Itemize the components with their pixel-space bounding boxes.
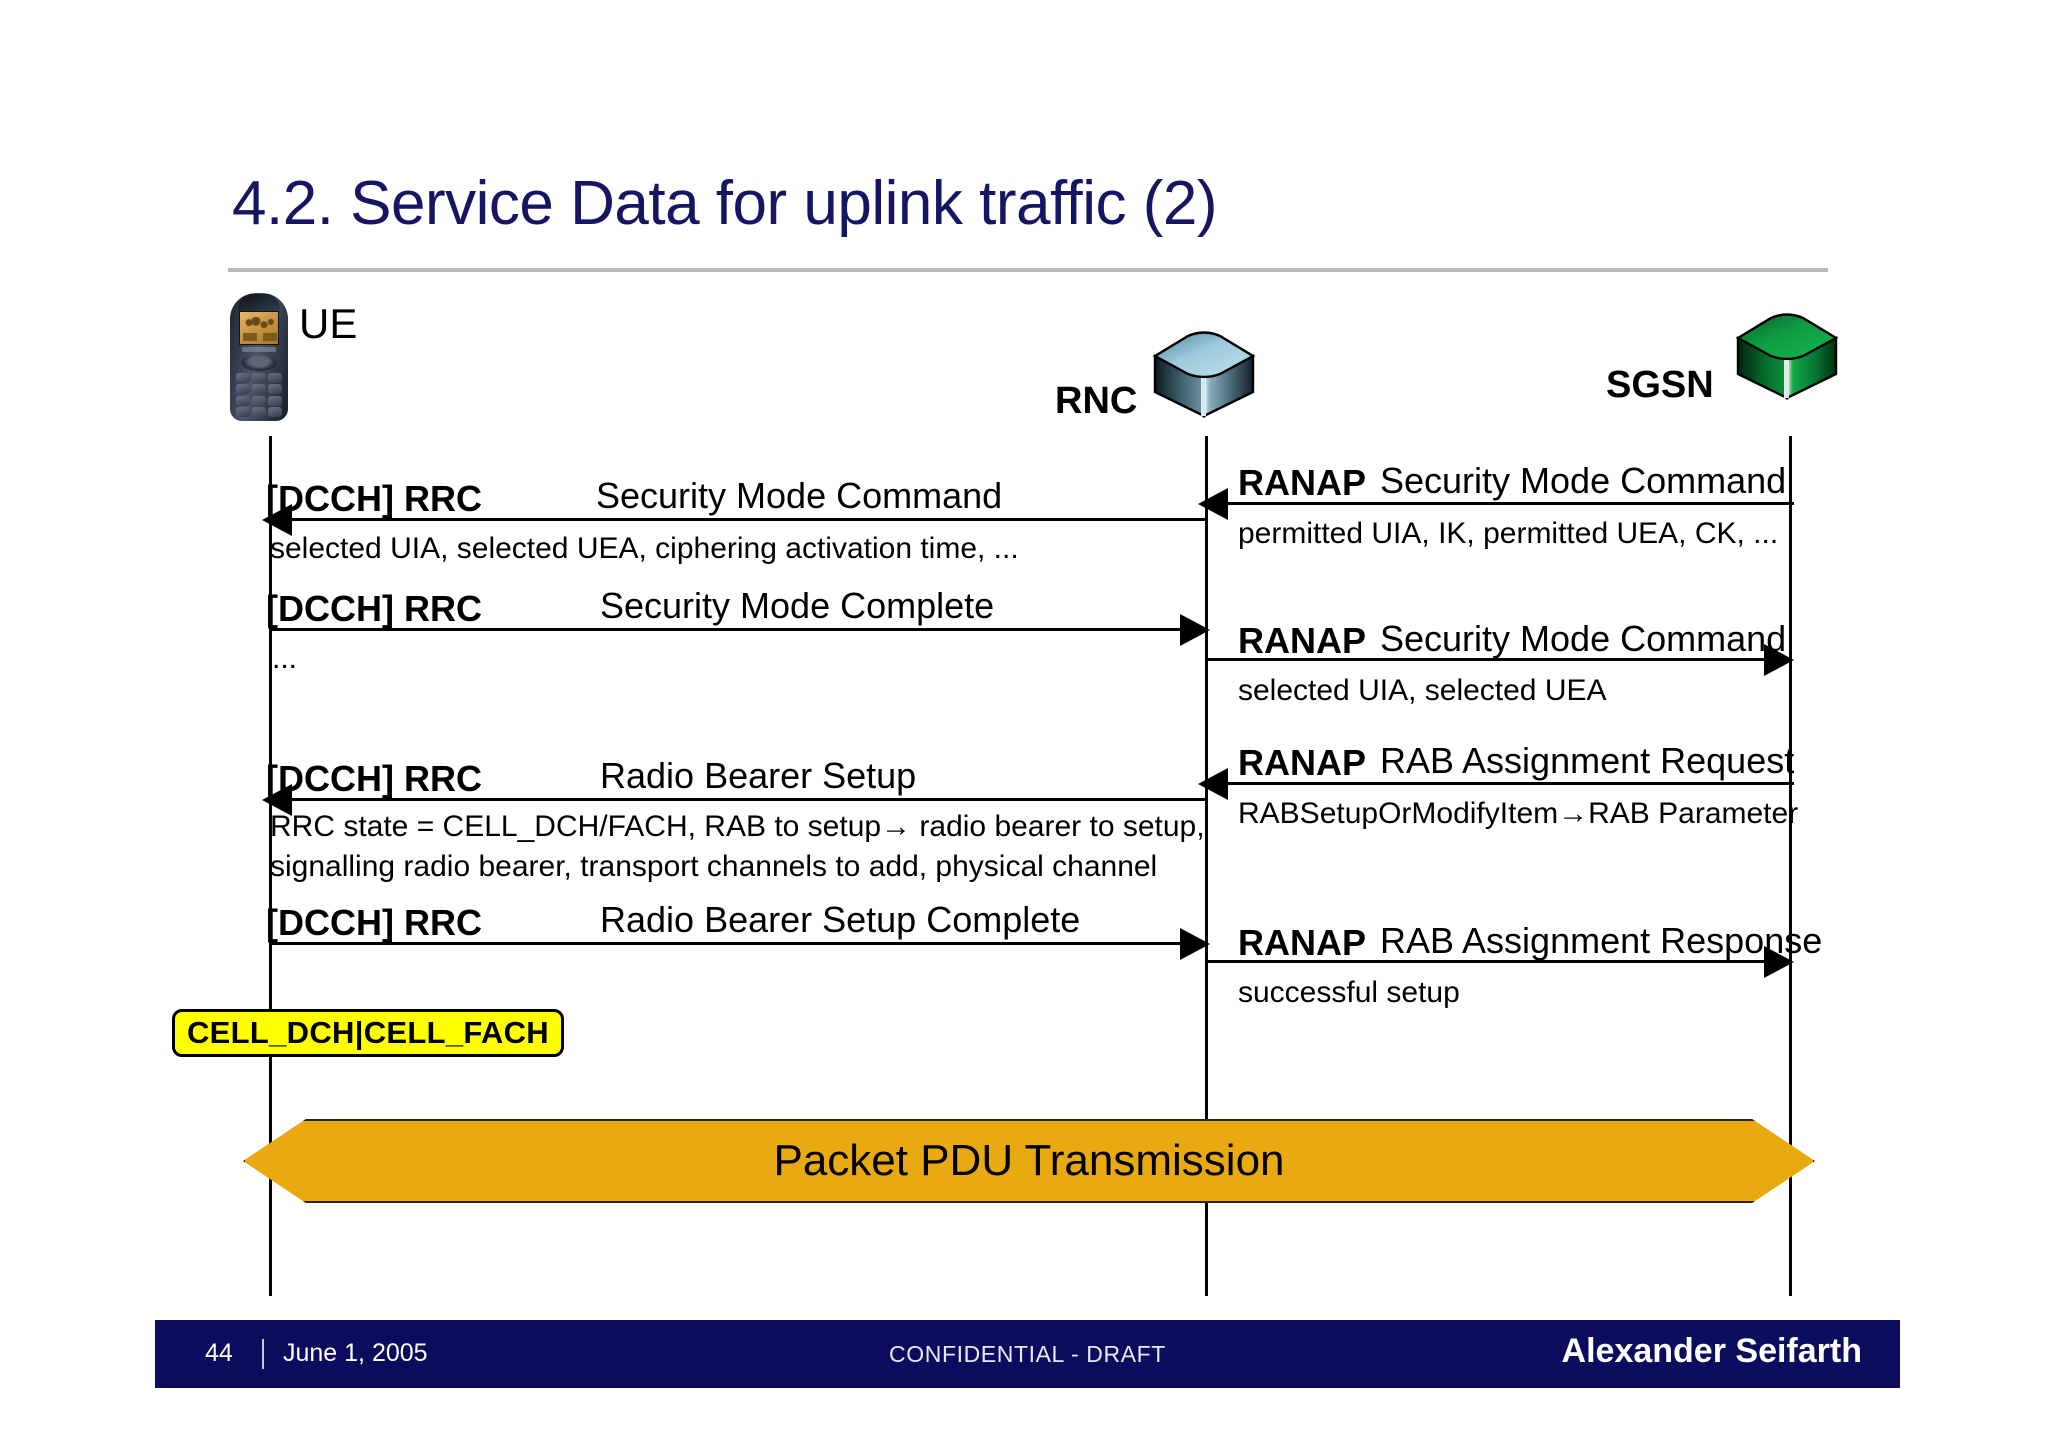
phone-screen-softkeys — [243, 333, 277, 341]
network-node-cube-icon-rnc — [1152, 331, 1256, 418]
footer-confidentiality-notice: CONFIDENTIAL - DRAFT — [889, 1341, 1166, 1367]
message-name: Security Mode Complete — [600, 585, 995, 626]
title-divider — [228, 268, 1828, 272]
message-subtext: successful setup — [1238, 976, 1460, 1009]
message-protocol: RANAP — [1238, 462, 1367, 503]
network-node-cube-icon-sgsn — [1735, 313, 1839, 400]
message-arrow-line — [272, 942, 1182, 945]
message-protocol: RANAP — [1238, 922, 1367, 963]
message-protocol: [DCCH] RRC — [266, 758, 482, 799]
node-label-ue: UE — [299, 300, 358, 347]
arrowhead-left-icon — [1198, 488, 1228, 520]
message-name: Radio Bearer Setup — [600, 755, 917, 796]
message-arrow-line — [1208, 658, 1766, 661]
message-protocol: RANAP — [1238, 742, 1367, 783]
footer-page-number: 44 — [205, 1339, 233, 1367]
message-name: RAB Assignment Request — [1380, 740, 1795, 781]
lifeline-sgsn — [1789, 436, 1792, 1296]
arrowhead-right-icon — [1764, 644, 1794, 676]
footer-author: Alexander Seifarth — [1561, 1332, 1862, 1370]
message-arrow-line — [1228, 782, 1794, 785]
phone-keypad — [236, 373, 282, 417]
message-arrow-line — [290, 798, 1208, 801]
banner-label: Packet PDU Transmission — [773, 1136, 1285, 1185]
arrowhead-right-icon — [1180, 614, 1210, 646]
message-subtext: selected UIA, selected UEA — [1238, 674, 1607, 707]
message-arrow-line — [1228, 502, 1794, 505]
message-arrow-line — [1208, 960, 1766, 963]
message-protocol: [DCCH] RRC — [266, 902, 482, 943]
phone-screen — [239, 311, 279, 345]
message-subtext: RABSetupOrModifyItem→RAB Parameter — [1238, 797, 1799, 830]
message-name: Radio Bearer Setup Complete — [600, 899, 1081, 940]
status-badge-rrc-state: CELL_DCH|CELL_FACH — [172, 1009, 564, 1057]
packet-pdu-transmission-banner: Packet PDU Transmission — [243, 1119, 1815, 1203]
message-protocol: [DCCH] RRC — [266, 478, 482, 519]
status-badge-label: CELL_DCH|CELL_FACH — [187, 1015, 549, 1050]
arrowhead-left-icon — [262, 784, 292, 816]
message-name: Security Mode Command — [596, 475, 1003, 516]
arrowhead-left-icon — [262, 504, 292, 536]
footer-date: June 1, 2005 — [283, 1339, 428, 1367]
slide-footer: 44 June 1, 2005 CONFIDENTIAL - DRAFT Ale… — [155, 1320, 1900, 1388]
message-subtext: RRC state = CELL_DCH/FACH, RAB to setup→… — [270, 810, 1205, 843]
phone-earpiece — [238, 294, 280, 314]
message-protocol: [DCCH] RRC — [266, 588, 482, 629]
arrowhead-right-icon — [1180, 928, 1210, 960]
phone-screen-map — [243, 317, 277, 331]
message-subtext: signalling radio bearer, transport chann… — [270, 850, 1158, 883]
footer-divider — [262, 1339, 264, 1369]
arrowhead-left-icon — [1198, 768, 1228, 800]
phone-navigation-pad — [241, 355, 277, 371]
page-title: 4.2. Service Data for uplink traffic (2) — [232, 169, 1218, 238]
node-label-sgsn: SGSN — [1606, 364, 1714, 406]
message-name: RAB Assignment Response — [1380, 920, 1823, 961]
message-name: Security Mode Command — [1380, 460, 1787, 501]
message-subtext: selected UIA, selected UEA, ciphering ac… — [270, 532, 1019, 565]
mobile-phone-icon — [228, 293, 290, 421]
phone-brand-strip — [242, 347, 276, 352]
message-arrow-line — [272, 628, 1182, 631]
lifeline-ue — [269, 436, 272, 1296]
message-subtext: permitted UIA, IK, permitted UEA, CK, ..… — [1238, 517, 1779, 550]
lifeline-rnc — [1205, 436, 1208, 1296]
message-subtext: ... — [272, 642, 298, 675]
message-protocol: RANAP — [1238, 620, 1367, 661]
node-label-rnc: RNC — [1055, 380, 1138, 422]
arrowhead-right-icon — [1764, 946, 1794, 978]
message-arrow-line — [290, 518, 1208, 521]
double-arrow-shape — [243, 1119, 1815, 1203]
message-name: Security Mode Command — [1380, 618, 1787, 659]
